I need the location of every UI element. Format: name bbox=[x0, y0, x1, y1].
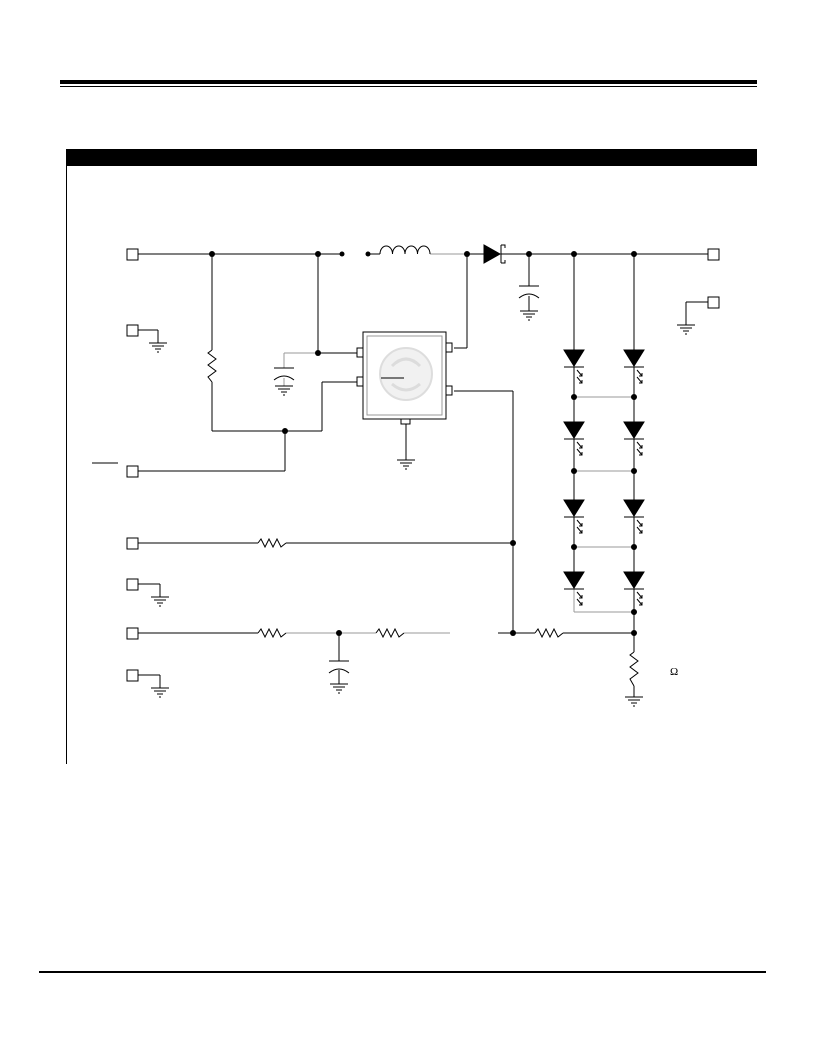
resistor-pwm bbox=[257, 537, 287, 549]
capacitors bbox=[273, 285, 540, 674]
figure-left-border bbox=[66, 166, 67, 764]
resistors bbox=[207, 349, 639, 687]
wires bbox=[92, 253, 708, 697]
header-rule-thin bbox=[60, 86, 757, 87]
ic-pin-lx bbox=[445, 342, 453, 353]
resistor-fb bbox=[534, 627, 564, 639]
ic-pin-sw bbox=[356, 347, 364, 358]
ic-chip bbox=[356, 331, 453, 425]
header-rule-thick bbox=[60, 80, 757, 84]
resistor-r1 bbox=[207, 349, 217, 383]
ic-logo bbox=[379, 347, 433, 401]
terminals bbox=[126, 248, 720, 682]
terminal-gnd-2 bbox=[126, 578, 139, 591]
figure-title-bar bbox=[66, 149, 757, 166]
resistor-dc-1 bbox=[257, 627, 287, 639]
terminal-gnd-3 bbox=[126, 669, 139, 682]
terminal-gnd-1 bbox=[126, 324, 139, 337]
terminal-vin bbox=[126, 248, 139, 261]
sense-resistor-unit: Ω bbox=[670, 666, 678, 678]
led-array bbox=[563, 349, 645, 606]
ic-pin-gnd bbox=[400, 418, 411, 425]
cap-out-curve bbox=[518, 293, 540, 299]
junction-dots bbox=[209, 251, 637, 636]
inductor bbox=[379, 245, 431, 255]
cap-in-curve bbox=[273, 375, 295, 381]
resistor-dc-2 bbox=[375, 627, 405, 639]
schottky-diode bbox=[483, 244, 506, 264]
terminal-vout bbox=[707, 248, 720, 261]
terminal-en bbox=[126, 465, 139, 478]
ic-pin-fb bbox=[445, 385, 453, 396]
cap-filter-curve bbox=[328, 668, 350, 674]
resistor-sense bbox=[629, 651, 639, 687]
footer-rule bbox=[39, 971, 766, 973]
grey-wires bbox=[283, 253, 634, 634]
terminal-dc bbox=[126, 627, 139, 640]
ic-pin-en bbox=[356, 376, 364, 387]
terminal-gnd-out bbox=[707, 296, 720, 309]
terminal-pwm bbox=[126, 537, 139, 550]
